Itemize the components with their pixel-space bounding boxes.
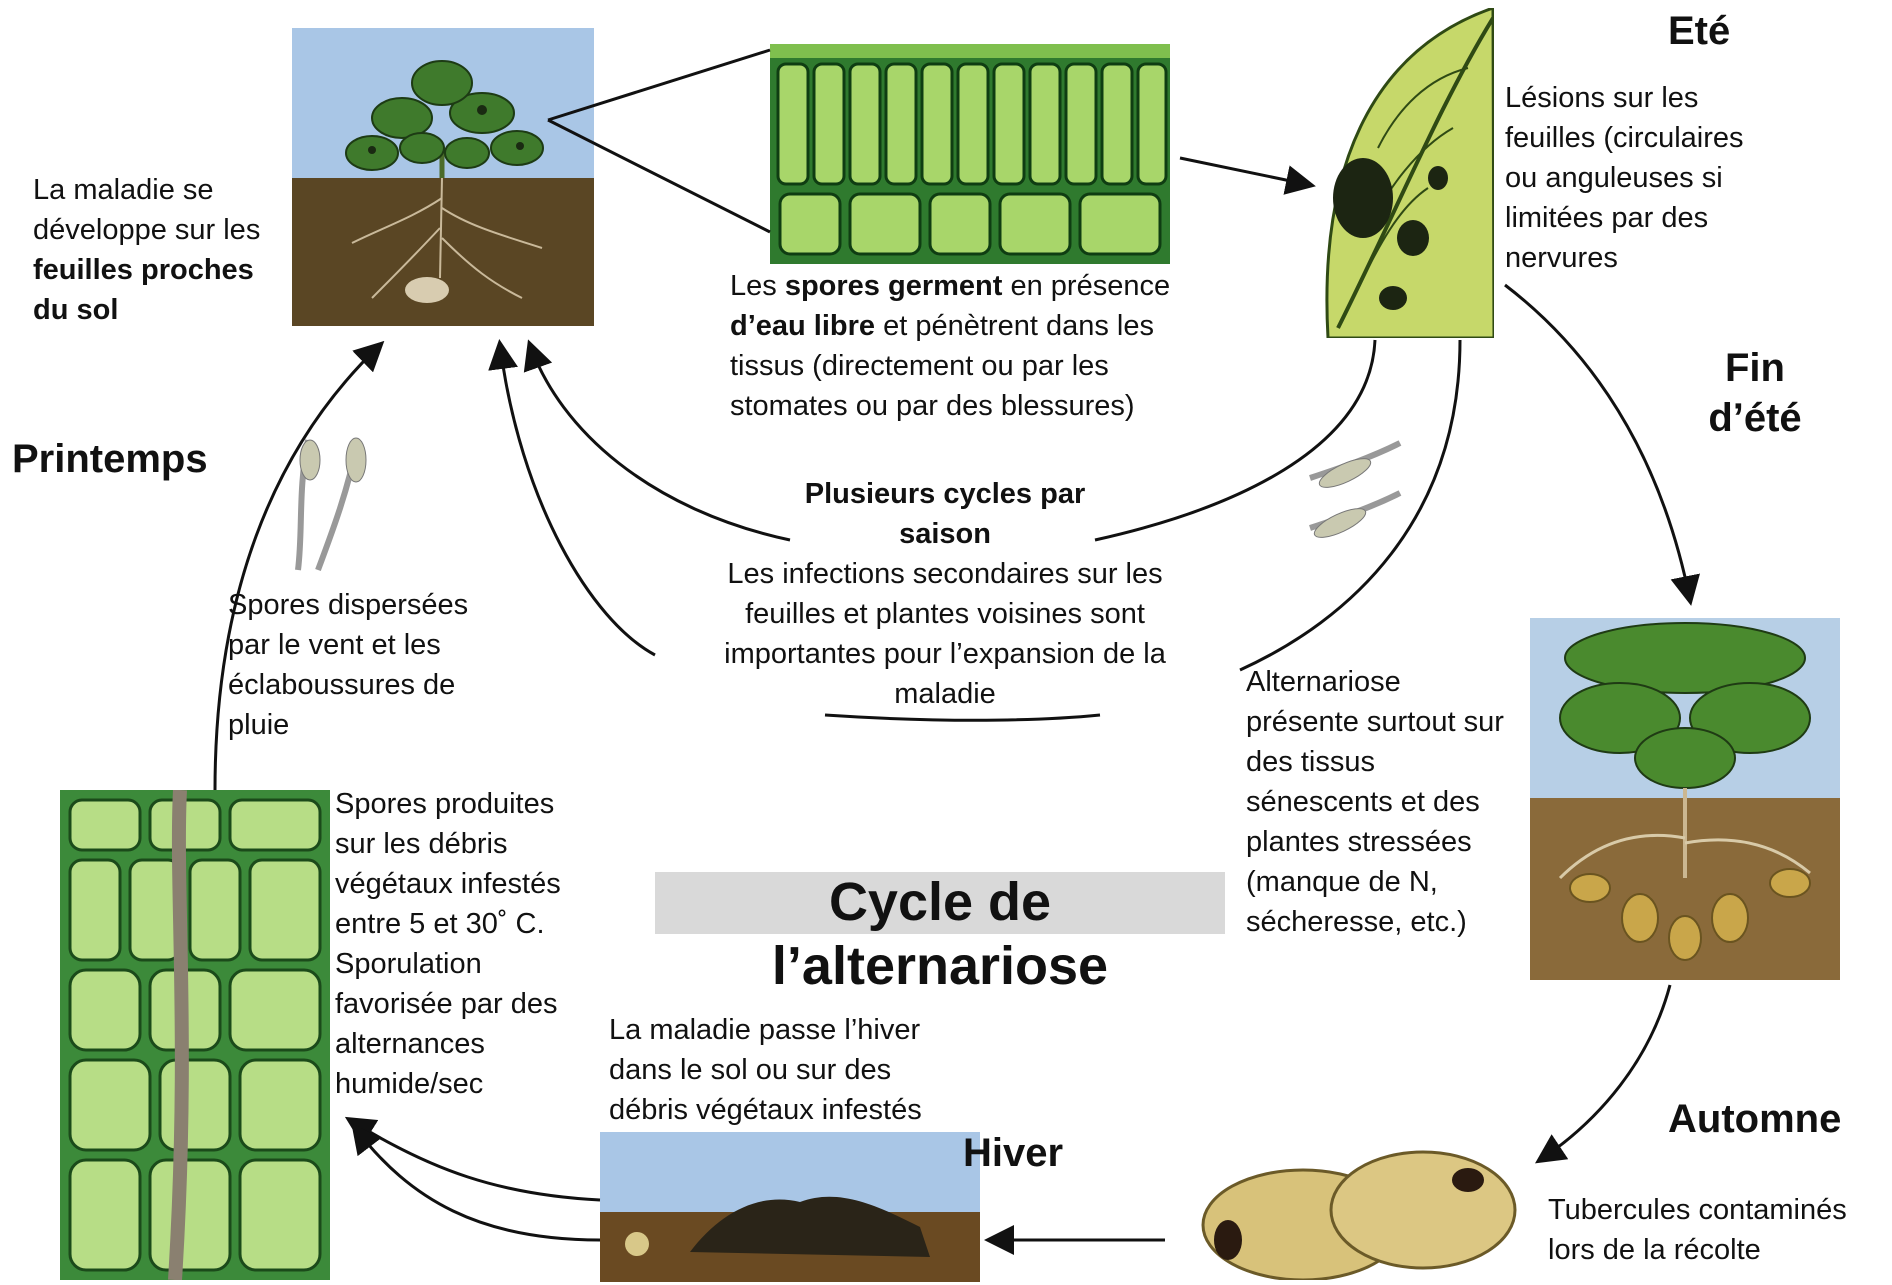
text-alternariose-l2: présente surtout sur bbox=[1246, 702, 1504, 742]
arrow-to-autumn bbox=[1540, 985, 1670, 1160]
text-produites-l4: entre 5 et 30˚ C. bbox=[335, 904, 561, 944]
text-cycles-l6: maladie bbox=[690, 674, 1200, 714]
text-spores-germent-l3: tissus (directement ou par les bbox=[730, 346, 1170, 386]
text-produites-l5: Sporulation bbox=[335, 944, 561, 984]
season-fin-ete: Fin d’été bbox=[1695, 343, 1815, 443]
text-dispersees-l4: pluie bbox=[228, 705, 468, 745]
text-dispersees-l3: éclaboussures de bbox=[228, 665, 468, 705]
text-alternariose-l7: sécheresse, etc.) bbox=[1246, 902, 1504, 942]
text-lesions-l3: ou anguleuses si bbox=[1505, 158, 1744, 198]
season-printemps: Printemps bbox=[12, 434, 208, 484]
arrow-winter-to-tissue-1 bbox=[350, 1120, 600, 1200]
text-maladie-sol: La maladie se développe sur les feuilles… bbox=[33, 170, 260, 330]
arc-secondary-3 bbox=[825, 715, 1100, 720]
text-produites-l3: végétaux infestés bbox=[335, 864, 561, 904]
season-fin-ete-line2: d’été bbox=[1695, 393, 1815, 443]
zoom-line-top bbox=[548, 50, 770, 120]
text-spores-germent-l1c: en présence bbox=[1002, 270, 1170, 302]
season-fin-ete-line1: Fin bbox=[1695, 343, 1815, 393]
text-spores-germent-l4: stomates ou par des blessures) bbox=[730, 386, 1170, 426]
text-alternariose-l5: plantes stressées bbox=[1246, 822, 1504, 862]
text-lesions-l2: feuilles (circulaires bbox=[1505, 118, 1744, 158]
text-produites-l7: alternances bbox=[335, 1024, 561, 1064]
text-alternariose-l4: sénescents et des bbox=[1246, 782, 1504, 822]
text-alternariose: Alternariose présente surtout sur des ti… bbox=[1246, 662, 1504, 942]
text-cycles-l1: Plusieurs cycles par bbox=[690, 474, 1200, 514]
text-maladie-sol-l4: du sol bbox=[33, 290, 260, 330]
text-produites-l6: favorisée par des bbox=[335, 984, 561, 1024]
text-maladie-sol-l2: développe sur les bbox=[33, 210, 260, 250]
text-hiver-l1: La maladie passe l’hiver bbox=[609, 1010, 922, 1050]
text-dispersees-l1: Spores dispersées bbox=[228, 585, 468, 625]
text-alternariose-l3: des tissus bbox=[1246, 742, 1504, 782]
season-automne: Automne bbox=[1668, 1094, 1841, 1144]
arc-secondary-2 bbox=[1240, 340, 1460, 670]
zoom-line-bottom bbox=[548, 120, 770, 232]
text-alternariose-l1: Alternariose bbox=[1246, 662, 1504, 702]
text-maladie-sol-l3: feuilles proches bbox=[33, 250, 260, 290]
text-tubercules: Tubercules contaminés lors de la récolte bbox=[1548, 1190, 1847, 1270]
season-ete: Eté bbox=[1668, 6, 1730, 56]
text-hiver-l3: débris végétaux infestés bbox=[609, 1090, 922, 1130]
text-spores-germent-l2b: et pénètrent dans les bbox=[875, 310, 1154, 342]
text-produites-l1: Spores produites bbox=[335, 784, 561, 824]
text-lesions: Lésions sur les feuilles (circulaires ou… bbox=[1505, 78, 1744, 278]
text-cycles-l3: Les infections secondaires sur les bbox=[690, 554, 1200, 594]
text-tubercules-l1: Tubercules contaminés bbox=[1548, 1190, 1847, 1230]
text-produites-l2: sur les débris bbox=[335, 824, 561, 864]
text-tubercules-l2: lors de la récolte bbox=[1548, 1230, 1847, 1270]
text-dispersees-l2: par le vent et les bbox=[228, 625, 468, 665]
text-hiver: La maladie passe l’hiver dans le sol ou … bbox=[609, 1010, 922, 1130]
text-lesions-l1: Lésions sur les bbox=[1505, 78, 1744, 118]
text-spores-germent-l2: d’eau libre et pénètrent dans les bbox=[730, 306, 1170, 346]
text-cycles-l4: feuilles et plantes voisines sont bbox=[690, 594, 1200, 634]
text-spores-germent-l1a: Les bbox=[730, 270, 785, 302]
text-alternariose-l6: (manque de N, bbox=[1246, 862, 1504, 902]
text-dispersees: Spores dispersées par le vent et les écl… bbox=[228, 585, 468, 745]
arrow-secondary-1 bbox=[500, 345, 655, 655]
text-spores-germent-l1b: spores germent bbox=[785, 270, 1003, 302]
diagram-title: Cycle de l’alternariose bbox=[655, 870, 1225, 998]
text-lesions-l5: nervures bbox=[1505, 238, 1744, 278]
arrow-to-late-summer bbox=[1505, 285, 1690, 600]
text-maladie-sol-l1: La maladie se bbox=[33, 170, 260, 210]
text-cycles-l2: saison bbox=[690, 514, 1200, 554]
text-produites: Spores produites sur les débris végétaux… bbox=[335, 784, 561, 1104]
season-hiver: Hiver bbox=[963, 1128, 1063, 1178]
text-cycles-l5: importantes pour l’expansion de la bbox=[690, 634, 1200, 674]
text-spores-germent: Les spores germent en présence d’eau lib… bbox=[730, 266, 1170, 426]
text-hiver-l2: dans le sol ou sur des bbox=[609, 1050, 922, 1090]
text-cycles: Plusieurs cycles par saison Les infectio… bbox=[690, 474, 1200, 714]
text-produites-l8: humide/sec bbox=[335, 1064, 561, 1104]
text-spores-germent-l2a: d’eau libre bbox=[730, 310, 875, 342]
text-lesions-l4: limitées par des bbox=[1505, 198, 1744, 238]
text-spores-germent-l1: Les spores germent en présence bbox=[730, 266, 1170, 306]
arrow-to-summer-leaf bbox=[1180, 158, 1310, 185]
